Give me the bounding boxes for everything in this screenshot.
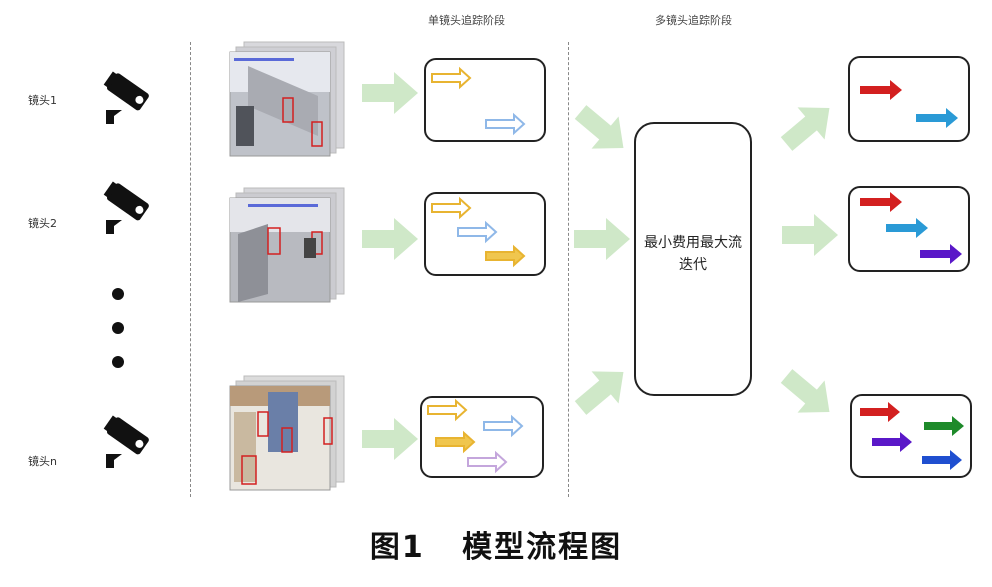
output-box-camera-2 — [848, 186, 970, 272]
stage-label-single: 单镜头追踪阶段 — [428, 14, 505, 27]
tracklet-arrows — [431, 66, 526, 136]
separator-line-1 — [190, 42, 191, 497]
camera-label-2: 镜头2 — [28, 217, 57, 230]
video-frames-camera-1 — [229, 41, 345, 157]
flow-arrow — [362, 218, 418, 260]
separator-line-2 — [568, 42, 569, 497]
output-box-camera-n — [850, 394, 972, 478]
flow-arrow — [780, 369, 830, 413]
center-box-line-1: 最小费用最大流 — [644, 235, 742, 251]
tracklet-arrows — [431, 196, 526, 268]
ellipsis-dot — [112, 322, 124, 334]
video-frames-camera-n — [229, 375, 345, 491]
figure-caption: 图1 模型流程图 — [369, 530, 623, 565]
security-camera-icon — [103, 415, 149, 468]
trajectory-arrows — [860, 192, 962, 264]
tracklet-box-camera-2 — [424, 192, 546, 276]
security-camera-icon — [103, 71, 149, 124]
trajectory-arrows — [860, 402, 964, 470]
camera-label-1: 镜头1 — [28, 94, 57, 107]
flow-arrow — [362, 418, 418, 460]
min-cost-max-flow-box: 最小费用最大流 迭代 — [634, 122, 752, 396]
video-frames-camera-2 — [229, 187, 345, 303]
flow-arrow — [782, 214, 838, 256]
flow-arrow — [574, 105, 624, 149]
tracklet-arrows — [427, 398, 524, 474]
stage-label-multi: 多镜头追踪阶段 — [655, 14, 732, 27]
tracklet-box-camera-1 — [424, 58, 546, 142]
center-box-line-2: 迭代 — [679, 257, 707, 273]
camera-label-n: 镜头n — [28, 455, 57, 468]
output-box-camera-1 — [848, 56, 970, 142]
flow-arrow — [362, 72, 418, 114]
flow-arrow — [574, 371, 624, 415]
flow-arrow — [574, 218, 630, 260]
tracklet-box-camera-n — [420, 396, 544, 478]
ellipsis-dot — [112, 356, 124, 368]
security-camera-icon — [103, 181, 149, 234]
flow-arrow — [780, 107, 830, 151]
ellipsis-dot — [112, 288, 124, 300]
trajectory-arrows — [860, 80, 958, 128]
